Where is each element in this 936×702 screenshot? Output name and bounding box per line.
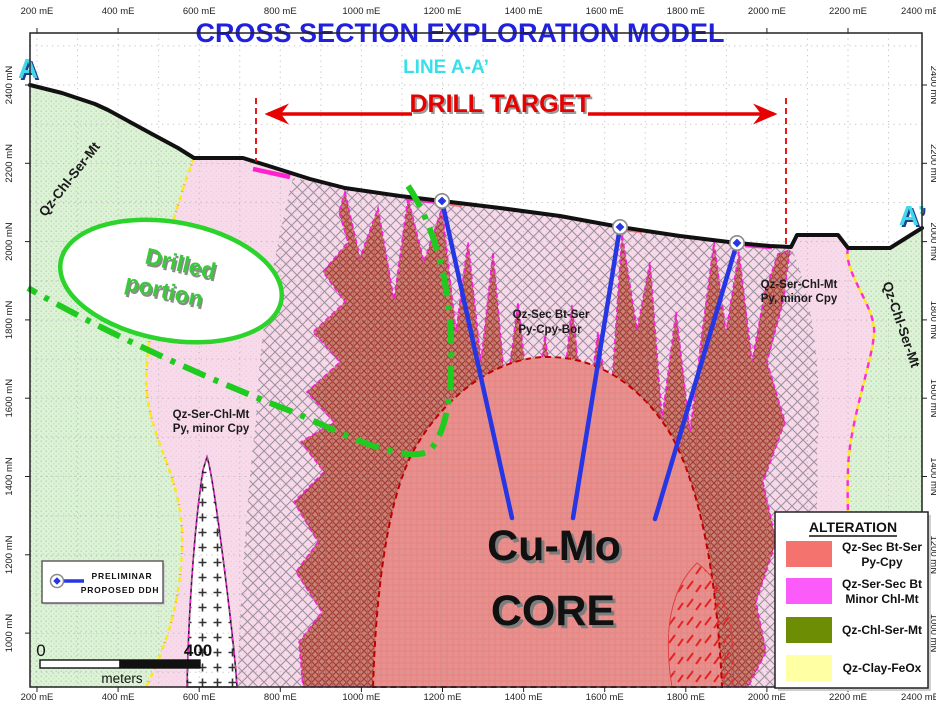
axis-label-mE-top: 2200 mE xyxy=(829,6,867,17)
axis-label-mE-bottom: 2400 mE xyxy=(901,692,936,702)
legend-swatch-2 xyxy=(786,578,832,604)
ddh-collar-1 xyxy=(434,193,450,209)
label-core: Cu-Mo CORE Cu-Mo CORE xyxy=(487,522,624,638)
axis-label-mE-bottom: 1600 mE xyxy=(586,692,624,702)
endpoint-a: A xyxy=(18,53,38,84)
core-line2-shadow: CORE xyxy=(494,590,618,638)
ddh-legend-line1: PRELIMINAR xyxy=(92,571,153,581)
scale-start: 0 xyxy=(36,641,45,660)
label-left-pink-line1: Qz-Ser-Chl-Mt xyxy=(173,409,250,421)
axis-label-mN-left: 1200 mN xyxy=(4,535,15,574)
label-right-pink-line2: Py, minor Cpy xyxy=(761,293,838,305)
axes: 200 mE 200 mE 400 mE 400 mE 600 mE 600 mE 800 … xyxy=(4,6,936,702)
axis-label-mE-bottom: 400 mE xyxy=(102,692,135,702)
label-center-line2: Py-Cpy-Bor xyxy=(518,324,582,336)
axis-label-mE-top: 2000 mE xyxy=(748,6,786,17)
scale-bar: 0 400 meters xyxy=(36,641,212,686)
axis-label-mE-bottom: 800 mE xyxy=(264,692,297,702)
axis-label-mN-left: 2400 mN xyxy=(4,66,15,105)
figure-subtitle: LINE A-A’ xyxy=(403,57,489,78)
label-right-pink-line1: Qz-Ser-Chl-Mt xyxy=(761,279,838,291)
scale-unit: meters xyxy=(101,671,143,686)
contact-right-magenta-dashed xyxy=(846,247,876,688)
label-left-pink-line2: Py, minor Cpy xyxy=(173,423,250,435)
scale-bar-black-half xyxy=(119,659,201,669)
scale-end: 400 xyxy=(184,641,212,660)
axis-label-mE-top: 600 mE xyxy=(183,6,216,17)
legend-item1-line1: Qz-Sec Bt-Ser xyxy=(842,540,922,554)
axis-label-mN-left: 2200 mN xyxy=(4,144,15,183)
core-line2: CORE xyxy=(491,587,615,635)
legend-item3-line1: Qz-Chl-Ser-Mt xyxy=(842,623,922,637)
axis-label-mN-left: 1600 mN xyxy=(4,379,15,418)
scale-bar-white-half xyxy=(39,659,121,669)
axis-label-mE-bottom: 1000 mE xyxy=(342,692,380,702)
axis-label-mE-top: 400 mE xyxy=(102,6,135,17)
core-line1: Cu-Mo xyxy=(487,522,621,570)
axis-label-mN-left: 2000 mN xyxy=(4,222,15,261)
axis-label-mN-left: 1400 mN xyxy=(4,457,15,496)
axis-label-mN-right: 1600 mN xyxy=(928,379,936,418)
axis-label-mN-right: 1800 mN xyxy=(928,301,936,340)
endpoint-a-prime-shadow: A’ xyxy=(901,202,927,233)
axis-label-mE-top: 800 mE xyxy=(264,6,297,17)
axis-label-mE-top: 1400 mE xyxy=(505,6,543,17)
plot-frame xyxy=(29,32,923,688)
drilled-portion-boundary xyxy=(26,184,455,458)
legend-item1-line2: Py-Cpy xyxy=(861,555,903,569)
axis-label-mE-top: 2400 mE xyxy=(901,6,936,17)
alteration-legend: ALTERATION Qz-Sec Bt-Ser Py-Cpy Qz-Ser-S… xyxy=(774,511,931,691)
axis-label-mE-bottom: 200 mE xyxy=(21,692,54,702)
axis-label-mE-bottom: 1400 mE xyxy=(505,692,543,702)
axis-label-mN-right: 2400 mN xyxy=(928,66,936,105)
axis-label-mE-top: 200 mE xyxy=(21,6,54,17)
axis-label-mE-bottom: 2200 mE xyxy=(829,692,867,702)
ddh-trace-1 xyxy=(439,198,515,521)
endpoint-a-prime: A’ xyxy=(899,200,925,231)
ddh-collar-2 xyxy=(612,219,628,235)
drilled-portion-ellipse xyxy=(57,217,285,345)
ddh-trace-2 xyxy=(570,224,623,521)
drill-target-label-shadow: DRILL TARGET xyxy=(411,92,592,120)
axis-label-mN-right: 2000 mN xyxy=(928,222,936,261)
axis-label-mE-top: 1800 mE xyxy=(667,6,705,17)
zone-cumo-core xyxy=(371,355,724,688)
axis-label-mE-bottom: 2000 mE xyxy=(748,692,786,702)
alteration-legend-title: ALTERATION xyxy=(809,519,897,535)
ddh-legend-box: PRELIMINAR PROPOSED DDH xyxy=(41,560,165,605)
axis-label-mE-bottom: 600 mE xyxy=(183,692,216,702)
ddh-trace-3 xyxy=(652,240,740,522)
axis-label-mE-top: 1600 mE xyxy=(586,6,624,17)
axis-label-mN-right: 2200 mN xyxy=(928,144,936,183)
legend-item2-line2: Minor Chl-Mt xyxy=(845,592,918,606)
proposed-drill-holes xyxy=(434,193,745,522)
ddh-collar-3 xyxy=(729,235,745,251)
axis-label-mN-right: 1000 mN xyxy=(928,614,936,653)
axis-label-mN-left: 1800 mN xyxy=(4,300,15,339)
axis-label-mE-top: 1200 mE xyxy=(423,6,461,17)
ddh-legend-line2: PROPOSED DDH xyxy=(81,585,160,595)
axis-label-mN-right: 1400 mN xyxy=(928,457,936,496)
legend-item4-line1: Qz-Clay-FeOx xyxy=(843,661,922,675)
axis-label-mN-right: 1200 mN xyxy=(928,536,936,575)
drill-target-annotation: DRILL TARGET DRILL TARGET xyxy=(255,90,787,246)
legend-swatch-3 xyxy=(786,617,832,643)
zone-porphyry-dike-outline xyxy=(186,454,238,688)
drilled-portion-group: Drilled portion Drilled portion xyxy=(26,184,455,458)
legend-swatch-4 xyxy=(786,655,832,681)
axis-label-mN-left: 1000 mN xyxy=(4,614,15,653)
legend-swatch-1 xyxy=(786,541,832,567)
ddh-legend-symbol xyxy=(49,573,84,589)
core-line1-shadow: Cu-Mo xyxy=(490,525,624,573)
label-center-line1: Qz-Sec Bt-Ser xyxy=(513,309,590,321)
drill-target-label: DRILL TARGET xyxy=(409,90,590,118)
surface-alteration-seg-magenta-1 xyxy=(252,166,291,180)
axis-label-mE-bottom: 1200 mE xyxy=(423,692,461,702)
legend-item2-line1: Qz-Ser-Sec Bt xyxy=(842,577,922,591)
axis-label-mE-bottom: 1800 mE xyxy=(667,692,705,702)
axis-label-mE-top: 1000 mE xyxy=(342,6,380,17)
